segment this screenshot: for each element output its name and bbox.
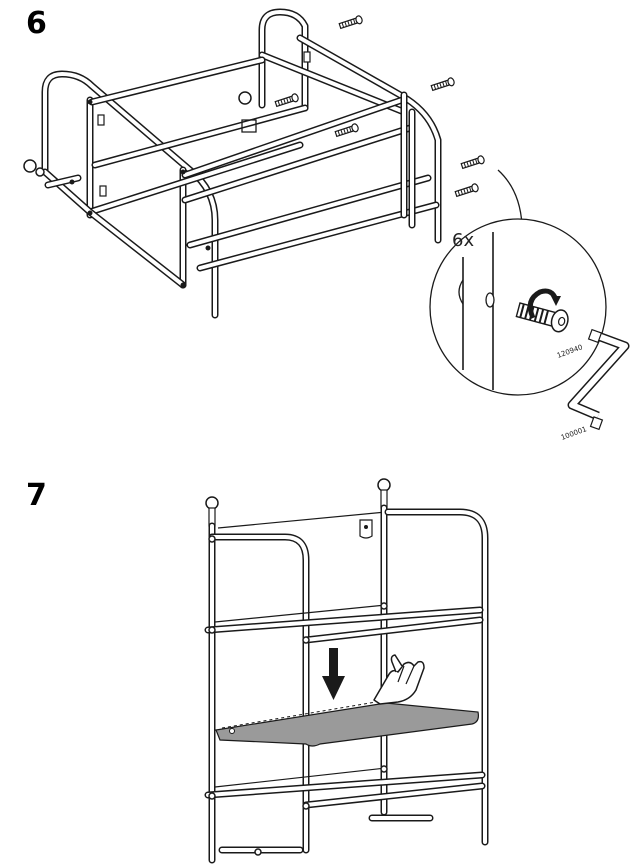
down-arrow-icon (322, 648, 345, 700)
detail-callout (429, 169, 607, 396)
part-code-key: 100001 (560, 425, 588, 442)
step-6-frame (23, 8, 442, 319)
quantity-label: 6x (452, 230, 474, 251)
step-6-number: 6 (26, 6, 47, 41)
rotation-arrow-icon (527, 288, 561, 320)
allen-key-icon (567, 328, 630, 431)
step-7-frame (204, 478, 489, 864)
hand-pointer-icon (373, 654, 425, 705)
shelf-panel (215, 701, 479, 747)
step-7-number: 7 (26, 478, 47, 513)
